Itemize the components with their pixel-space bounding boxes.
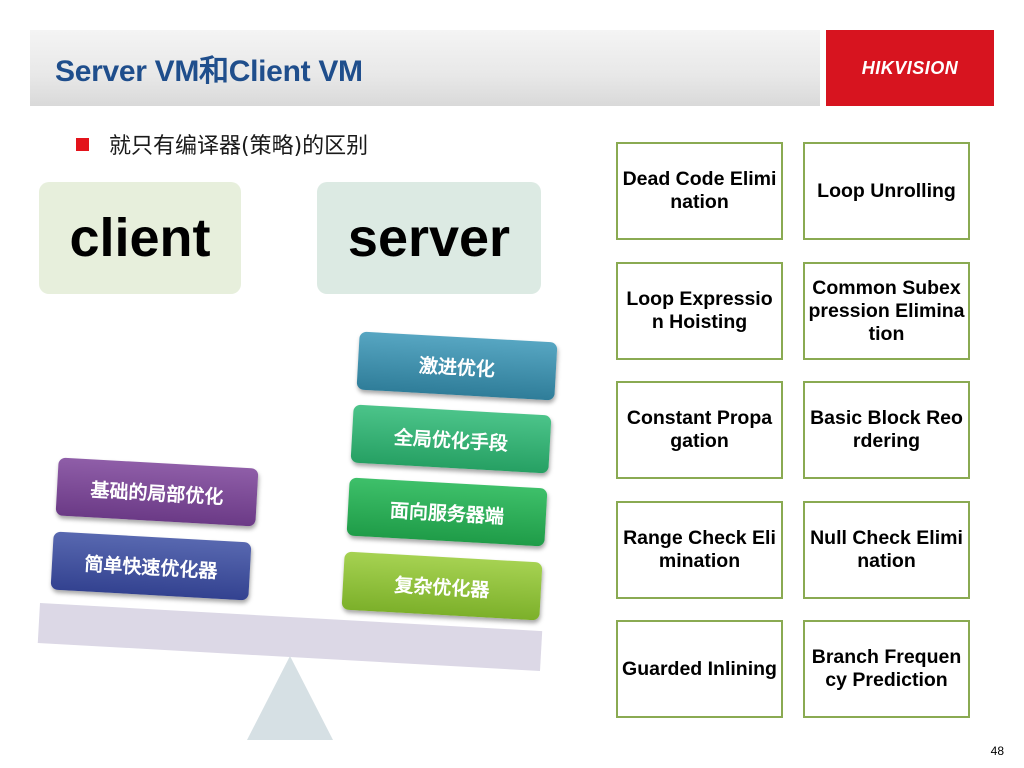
opt-guarded-inlining: Guarded Inlining bbox=[616, 620, 783, 718]
hikvision-logo: HIKVISION bbox=[826, 30, 994, 106]
left-block-top: 基础的局部优化 bbox=[55, 457, 259, 527]
client-label: client bbox=[39, 182, 241, 294]
logo-text: HIKVISION bbox=[861, 57, 959, 78]
fulcrum-triangle-icon bbox=[247, 656, 333, 740]
bullet-text: 就只有编译器(策略)的区别 bbox=[109, 134, 369, 159]
right-block-2: 全局优化手段 bbox=[350, 404, 552, 474]
slide-title: Server VM和Client VM bbox=[55, 55, 363, 88]
opt-branch-frequency-prediction: Branch Frequency Prediction bbox=[803, 620, 970, 718]
left-block-bottom: 简单快速优化器 bbox=[50, 531, 252, 601]
bullet-square-icon bbox=[76, 137, 89, 151]
bullet-row: 就只有编译器(策略)的区别 bbox=[76, 128, 368, 160]
right-block-3: 面向服务器端 bbox=[346, 477, 548, 547]
opt-common-subexpression-elimination: Common Subexpression Elimination bbox=[803, 262, 970, 360]
opt-null-check-elimination: Null Check Elimination bbox=[803, 501, 970, 599]
server-label: server bbox=[317, 182, 541, 294]
right-block-1: 激进优化 bbox=[356, 331, 558, 401]
opt-loop-expression-hoisting: Loop Expression Hoisting bbox=[616, 262, 783, 360]
right-block-4: 复杂优化器 bbox=[341, 551, 543, 621]
header-band bbox=[30, 30, 820, 106]
opt-dead-code-elimination: Dead Code Elimination bbox=[616, 142, 783, 240]
opt-basic-block-reordering: Basic Block Reordering bbox=[803, 381, 970, 479]
page-number: 48 bbox=[990, 744, 1004, 758]
opt-loop-unrolling: Loop Unrolling bbox=[803, 142, 970, 240]
opt-constant-propagation: Constant Propagation bbox=[616, 381, 783, 479]
opt-range-check-elimination: Range Check Elimination bbox=[616, 501, 783, 599]
